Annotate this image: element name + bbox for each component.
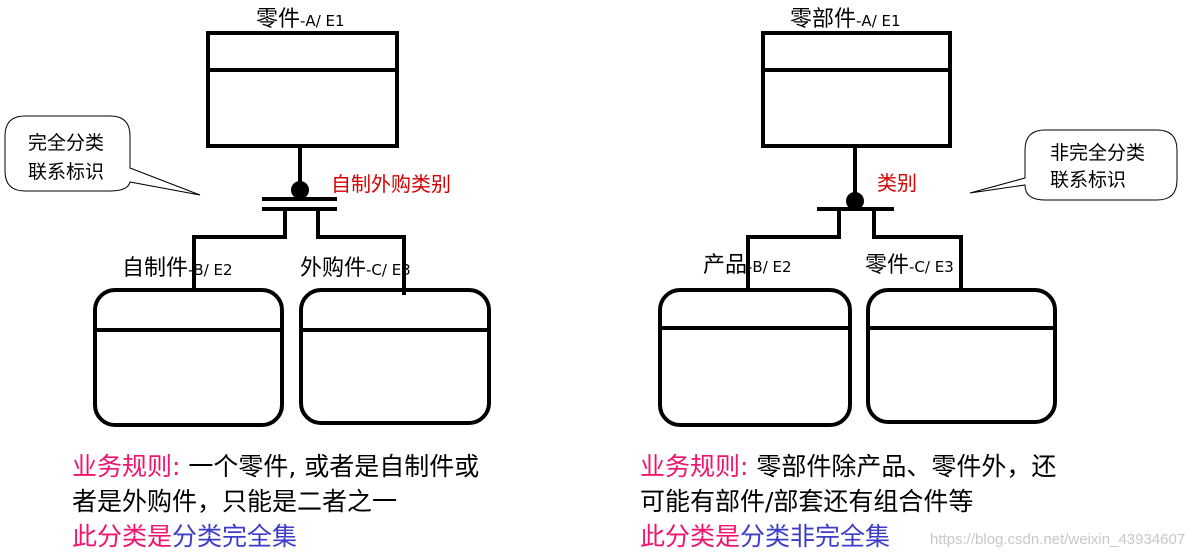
entity-name: 零件 — [256, 7, 300, 32]
category-dot — [291, 181, 309, 199]
entity-purchased-box — [299, 288, 491, 425]
watermark: https://blog.csdn.net/weixin_43934607 — [930, 531, 1186, 548]
entity-part-box — [206, 31, 399, 148]
conclusion-text: 分类完全集 — [172, 522, 298, 551]
entity-selfmade-title: 自制件-B/ E2 — [122, 256, 233, 281]
entity-id: -B/ E2 — [188, 261, 233, 279]
entity-name: 自制件 — [122, 256, 188, 281]
conclusion-prefix: 此分类是 — [640, 522, 741, 551]
entity-part-box — [866, 288, 1057, 424]
callout-line: 联系标识 — [28, 161, 104, 183]
callout-line: 非完全分类 — [1050, 142, 1145, 164]
right-business-rule: 业务规则: 零部件除产品、零件外，还 可能有部件/部套还有组合件等 此分类是分类… — [640, 449, 1056, 554]
entity-name: 零部件 — [790, 7, 856, 32]
rule-text: 零部件除产品、零件外，还 — [748, 452, 1057, 481]
entity-part-title: 零件-A/ E1 — [256, 7, 345, 32]
left-business-rule: 业务规则: 一个零件, 或者是自制件或 者是外购件，只能是二者之一 此分类是分类… — [72, 449, 479, 554]
conclusion-line: 此分类是分类非完全集 — [640, 519, 1056, 554]
left-callout: 完全分类 联系标识 — [4, 115, 201, 196]
callout-bubble — [969, 129, 1178, 201]
entity-id: -A/ E1 — [856, 12, 901, 30]
entity-id: -C/ E3 — [366, 261, 411, 279]
connector-child1 — [746, 209, 841, 290]
left-diagram — [93, 31, 491, 427]
entity-name: 产品 — [703, 253, 747, 278]
category-label: 类别 — [877, 171, 917, 195]
entity-product-box — [658, 288, 852, 427]
entity-name: 零件 — [865, 253, 909, 278]
entity-part-title: 零件-C/ E3 — [865, 253, 954, 278]
connector-child2 — [872, 209, 963, 290]
category-dot — [846, 192, 864, 210]
conclusion-line: 此分类是分类完全集 — [72, 519, 479, 554]
rule-line: 业务规则: 一个零件, 或者是自制件或 — [72, 449, 479, 484]
entity-id: -A/ E1 — [300, 12, 345, 30]
entity-selfmade-box — [93, 288, 284, 427]
rule-label: 业务规则: — [72, 452, 181, 481]
conclusion-text: 分类非完全集 — [740, 522, 891, 551]
entity-component-box — [761, 31, 952, 148]
entity-id: -B/ E2 — [747, 258, 792, 276]
callout-line: 联系标识 — [1050, 169, 1126, 191]
entity-component-title: 零部件-A/ E1 — [790, 7, 901, 32]
entity-id: -C/ E3 — [909, 258, 954, 276]
callout-line: 完全分类 — [28, 132, 104, 154]
rule-line: 可能有部件/部套还有组合件等 — [640, 487, 974, 516]
entity-purchased-title: 外购件-C/ E3 — [300, 256, 411, 281]
rule-text: 一个零件, 或者是自制件或 — [180, 452, 480, 481]
connector-child1 — [192, 209, 287, 290]
connector-child2 — [316, 209, 406, 295]
callout-bubble — [4, 115, 201, 196]
rule-line: 者是外购件，只能是二者之一 — [72, 487, 398, 516]
entity-name: 外购件 — [300, 256, 366, 281]
rule-line: 业务规则: 零部件除产品、零件外，还 — [640, 449, 1056, 484]
conclusion-prefix: 此分类是 — [72, 522, 173, 551]
category-label: 自制外购类别 — [331, 172, 451, 196]
rule-label: 业务规则: — [640, 452, 749, 481]
right-diagram — [658, 31, 1057, 427]
entity-product-title: 产品-B/ E2 — [703, 253, 792, 278]
right-callout: 非完全分类 联系标识 — [969, 129, 1178, 201]
